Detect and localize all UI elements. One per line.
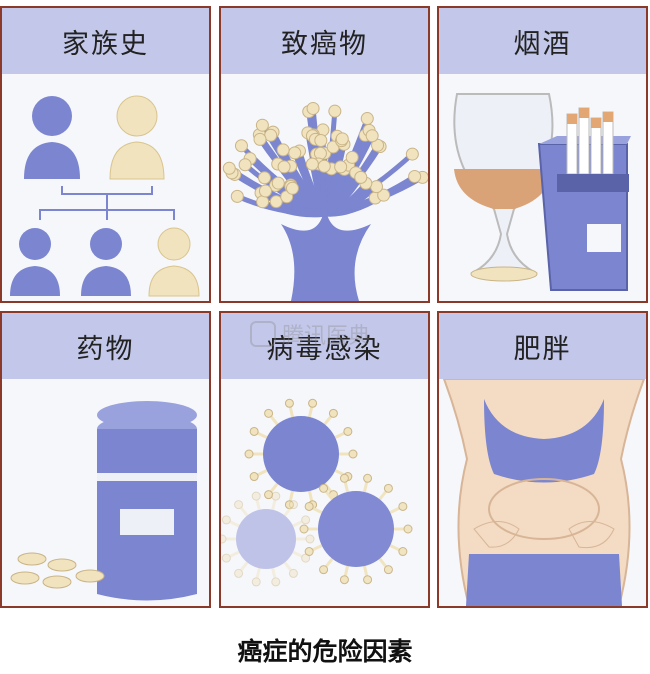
- virus-icon: [221, 379, 428, 606]
- watermark-logo-icon: [250, 321, 276, 347]
- figure-caption: 癌症的危险因素: [237, 637, 413, 666]
- carcinogen-mushroom-icon: [221, 74, 428, 301]
- panel-title: 药物: [2, 313, 209, 379]
- risk-factor-grid: 家族史: [0, 6, 650, 610]
- panel-title: 家族史: [2, 8, 209, 74]
- wine-cigarettes-icon: [439, 74, 646, 301]
- panel-family-history: 家族史: [0, 6, 211, 303]
- medicine-bottle-icon: [2, 379, 209, 606]
- obese-belly-icon: [439, 379, 646, 606]
- panel-title: 烟酒: [439, 8, 646, 74]
- panel-virus: 病毒感染: [219, 311, 430, 608]
- watermark-text: 腾讯医典: [282, 324, 371, 349]
- panel-title: 肥胖: [439, 313, 646, 379]
- panel-drugs: 药物: [0, 311, 211, 608]
- panel-carcinogen: 致癌物: [219, 6, 430, 303]
- watermark: 腾讯医典: [250, 318, 400, 350]
- panel-smoking-drinking: 烟酒: [437, 6, 648, 303]
- family-tree-icon: [2, 74, 209, 301]
- panel-obesity: 肥胖: [437, 311, 648, 608]
- panel-title: 致癌物: [221, 8, 428, 74]
